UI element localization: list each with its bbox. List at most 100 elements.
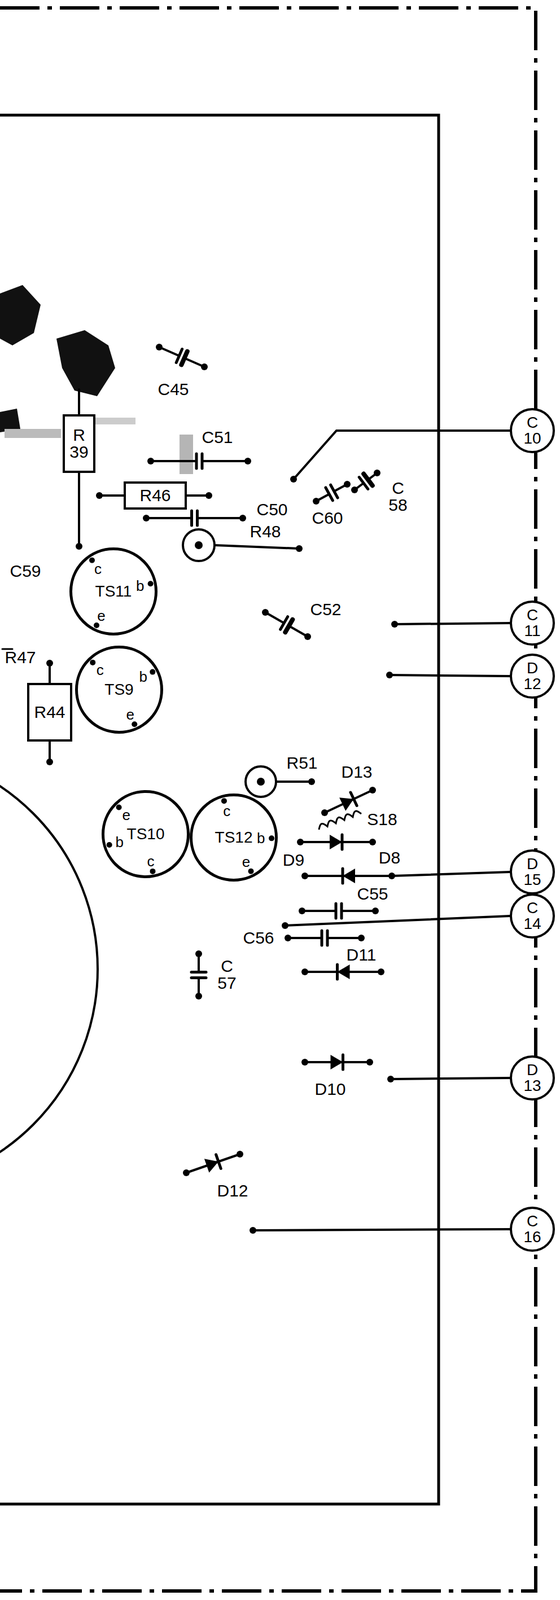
capacitor-plate [181, 351, 187, 366]
solder-pad [194, 541, 203, 550]
solder-pad [391, 620, 398, 628]
solder-pad [298, 907, 306, 915]
component-label: D9 [282, 851, 305, 869]
wire [276, 780, 312, 783]
resistor-box: R46 [123, 481, 187, 510]
solder-pad [142, 514, 150, 522]
wire [389, 675, 510, 677]
frame-border [0, 7, 536, 1592]
pin-letter: e [122, 807, 131, 823]
component-label: C50 [256, 501, 288, 519]
wire [293, 430, 510, 480]
component-label: C56 [242, 929, 274, 947]
solder-pad [281, 922, 289, 930]
component-label: R47 [4, 649, 36, 667]
transistor-name: TS10 [127, 826, 165, 843]
component-label: R51 [286, 754, 318, 772]
solder-pad [321, 809, 328, 817]
capacitor-lead [197, 517, 244, 520]
solder-pad [221, 798, 227, 804]
capacitor-plate [190, 510, 194, 526]
solder-pad [75, 543, 83, 550]
resistor-name: R46 [139, 487, 171, 505]
component-label: D12 [216, 1182, 248, 1200]
connection-point: C 11 [509, 600, 555, 646]
wire [77, 473, 81, 547]
resistor-name: R44 [33, 703, 65, 721]
component-label: D8 [378, 849, 401, 867]
connection-point: C 14 [509, 893, 555, 939]
connection-point: C 16 [509, 1206, 555, 1253]
solder-pad [155, 343, 163, 351]
capacitor-lead [287, 937, 322, 940]
solder-pad [205, 492, 213, 500]
diode-symbol [204, 1158, 219, 1174]
solder-pad [200, 363, 208, 371]
component-label: D13 [340, 763, 373, 781]
connection-name: D 12 [523, 660, 541, 693]
solder-pad [239, 514, 247, 522]
pin-letter: b [256, 830, 265, 846]
connection-name: C 11 [523, 607, 541, 640]
capacitor-plate [320, 930, 324, 946]
solder-pad [369, 838, 376, 846]
solder-pad [248, 868, 255, 875]
resistor-box: R 39 [62, 414, 95, 474]
grey-smudge [90, 417, 136, 425]
component-label: C51 [201, 429, 233, 446]
capacitor-lead [327, 937, 362, 940]
wire [390, 1078, 510, 1080]
ink-smudge [56, 330, 116, 397]
transistor-outline: TS10ebc [101, 790, 190, 879]
solder-pad [147, 580, 154, 587]
connection-name: C 10 [523, 414, 541, 447]
solder-pad [351, 486, 358, 494]
solder-pad [256, 777, 265, 786]
capacitor-plate [195, 453, 199, 469]
connection-point: C 10 [509, 408, 555, 454]
solder-pad [369, 786, 376, 794]
solder-pad [296, 838, 304, 846]
connection-name: C 14 [523, 900, 541, 933]
solder-pad [95, 492, 103, 500]
component-label: C52 [309, 601, 341, 619]
component-label: C45 [157, 381, 189, 398]
solder-pad [93, 622, 100, 629]
solder-pad [149, 868, 156, 875]
connection-point: D 15 [509, 849, 555, 895]
capacitor-plate [285, 619, 293, 633]
diode-lead [186, 1154, 240, 1174]
connection-name: D 13 [523, 1062, 541, 1095]
solder-pad [343, 480, 351, 488]
coil-symbol [318, 811, 362, 830]
solder-pad [304, 633, 312, 641]
pin-letter: e [242, 854, 251, 870]
diode-bar [216, 1155, 222, 1170]
pin-letter: e [125, 707, 134, 723]
capacitor-plate [191, 970, 207, 974]
connection-name: D 15 [523, 856, 541, 888]
solder-pad [377, 968, 385, 976]
wire [99, 494, 125, 497]
transistor-outline: TS12cbe [189, 793, 278, 882]
solder-pad [373, 469, 381, 477]
solder-pad [268, 835, 275, 842]
connection-point: D 13 [509, 1055, 555, 1101]
diode-symbol [337, 964, 350, 980]
pin-letter: b [139, 669, 148, 685]
transistor-name: TS12 [215, 829, 253, 846]
transistor-outline: TS9cbe [75, 645, 164, 734]
solder-pad [312, 497, 320, 505]
component-label: C59 [9, 562, 41, 580]
transistor-outline: TS11cbe [69, 547, 158, 636]
solder-pad [261, 609, 269, 616]
diode-lead [324, 790, 373, 813]
diode-bar [341, 868, 345, 884]
capacitor-plate [330, 484, 338, 498]
diode-symbol [329, 834, 343, 850]
component-label: C55 [356, 885, 388, 903]
diode-symbol [330, 1055, 344, 1070]
